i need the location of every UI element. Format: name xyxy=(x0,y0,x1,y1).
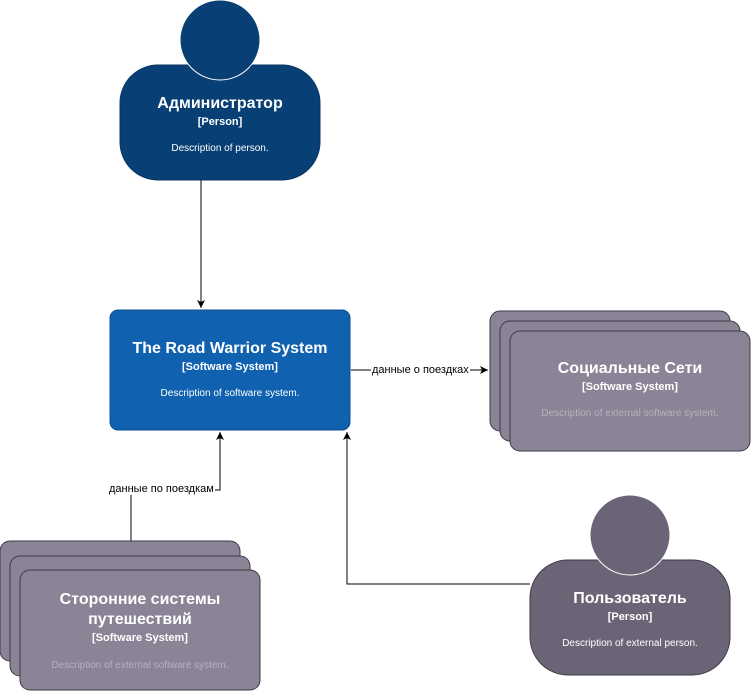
edge-label-travel-to-system: данные по поездкам xyxy=(108,483,215,495)
system-description: Description of software system. xyxy=(160,388,300,399)
admin-title: Администратор xyxy=(157,95,283,112)
admin-description: Description of person. xyxy=(171,143,269,154)
travel-systems-stack[interactable] xyxy=(0,540,261,691)
user-person[interactable] xyxy=(529,494,731,676)
user-label: Пользователь [Person] Description of ext… xyxy=(530,589,730,650)
travel-label: Сторонние системы путешествий [Software … xyxy=(45,590,235,672)
social-networks-stack[interactable] xyxy=(489,310,751,452)
user-title: Пользователь xyxy=(573,590,687,607)
social-stack-front xyxy=(509,330,751,452)
social-label: Социальные Сети [Software System] Descri… xyxy=(510,359,750,420)
system-label: The Road Warrior System [Software System… xyxy=(110,339,350,400)
system-title: The Road Warrior System xyxy=(132,340,328,357)
edge-user-to-system xyxy=(343,432,530,585)
social-description: Description of external software system. xyxy=(541,408,719,419)
travel-stack-front xyxy=(19,569,261,691)
social-title: Социальные Сети xyxy=(557,360,703,377)
user-description: Description of external person. xyxy=(562,638,698,649)
travel-title: Сторонние системы путешествий xyxy=(59,591,221,628)
edge-label-system-to-social: данные о поездках xyxy=(371,364,470,376)
admin-stereotype: [Person] xyxy=(197,116,243,128)
admin-head xyxy=(179,0,261,81)
admin-person[interactable] xyxy=(119,0,321,181)
travel-stereotype: [Software System] xyxy=(92,632,188,644)
user-head xyxy=(589,494,671,576)
user-stereotype: [Person] xyxy=(607,611,653,623)
system-stereotype: [Software System] xyxy=(182,361,278,373)
road-warrior-system-box[interactable] xyxy=(109,309,351,431)
social-stereotype: [Software System] xyxy=(582,381,678,393)
travel-description: Description of external software system. xyxy=(51,660,229,671)
admin-label: Администратор [Person] Description of pe… xyxy=(120,94,320,155)
